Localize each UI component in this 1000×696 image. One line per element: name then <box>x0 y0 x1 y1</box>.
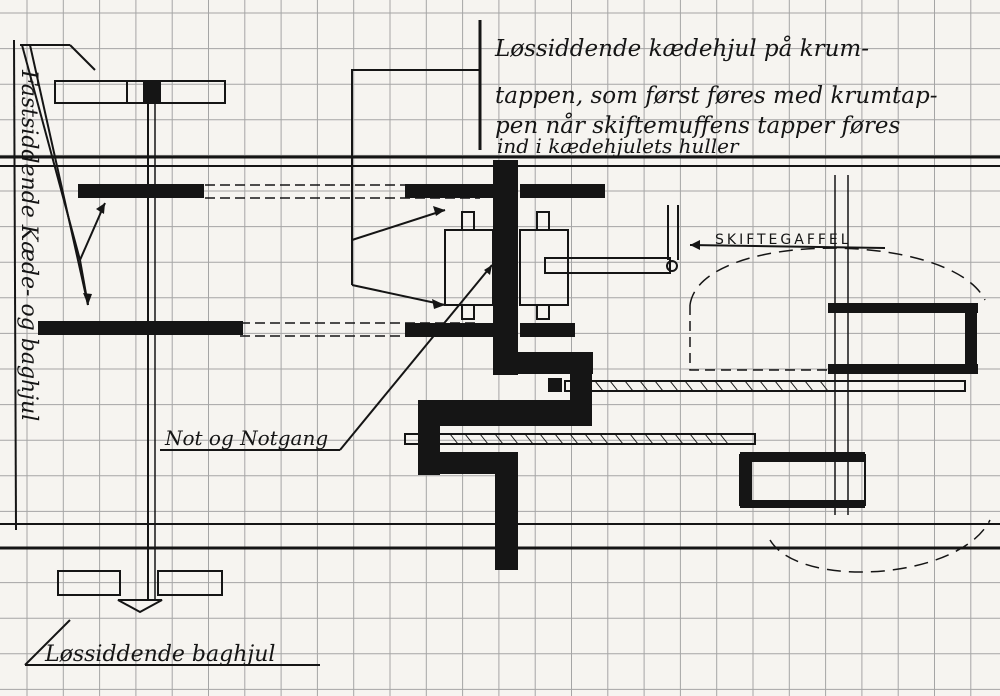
top-note-line-3: pen når skiftemuffens tapper føres <box>495 112 900 139</box>
bottom-label: Løssiddende baghjul <box>44 642 275 667</box>
groove-label: Not og Notgang <box>164 426 328 450</box>
left-vertical-label: Fastsiddende Kæde- og baghjul <box>16 69 41 421</box>
shift-fork-label: SKIFTEGAFFEL <box>715 232 852 248</box>
top-note-line-1: Løssiddende kædehjul på krum- <box>494 35 869 62</box>
arrowheads <box>83 203 700 309</box>
top-note-line-2: tappen, som først føres med krumtap- <box>495 83 937 109</box>
solid-parts <box>38 80 978 570</box>
top-note-line-4: ind i kædehjulets huller <box>497 134 740 158</box>
